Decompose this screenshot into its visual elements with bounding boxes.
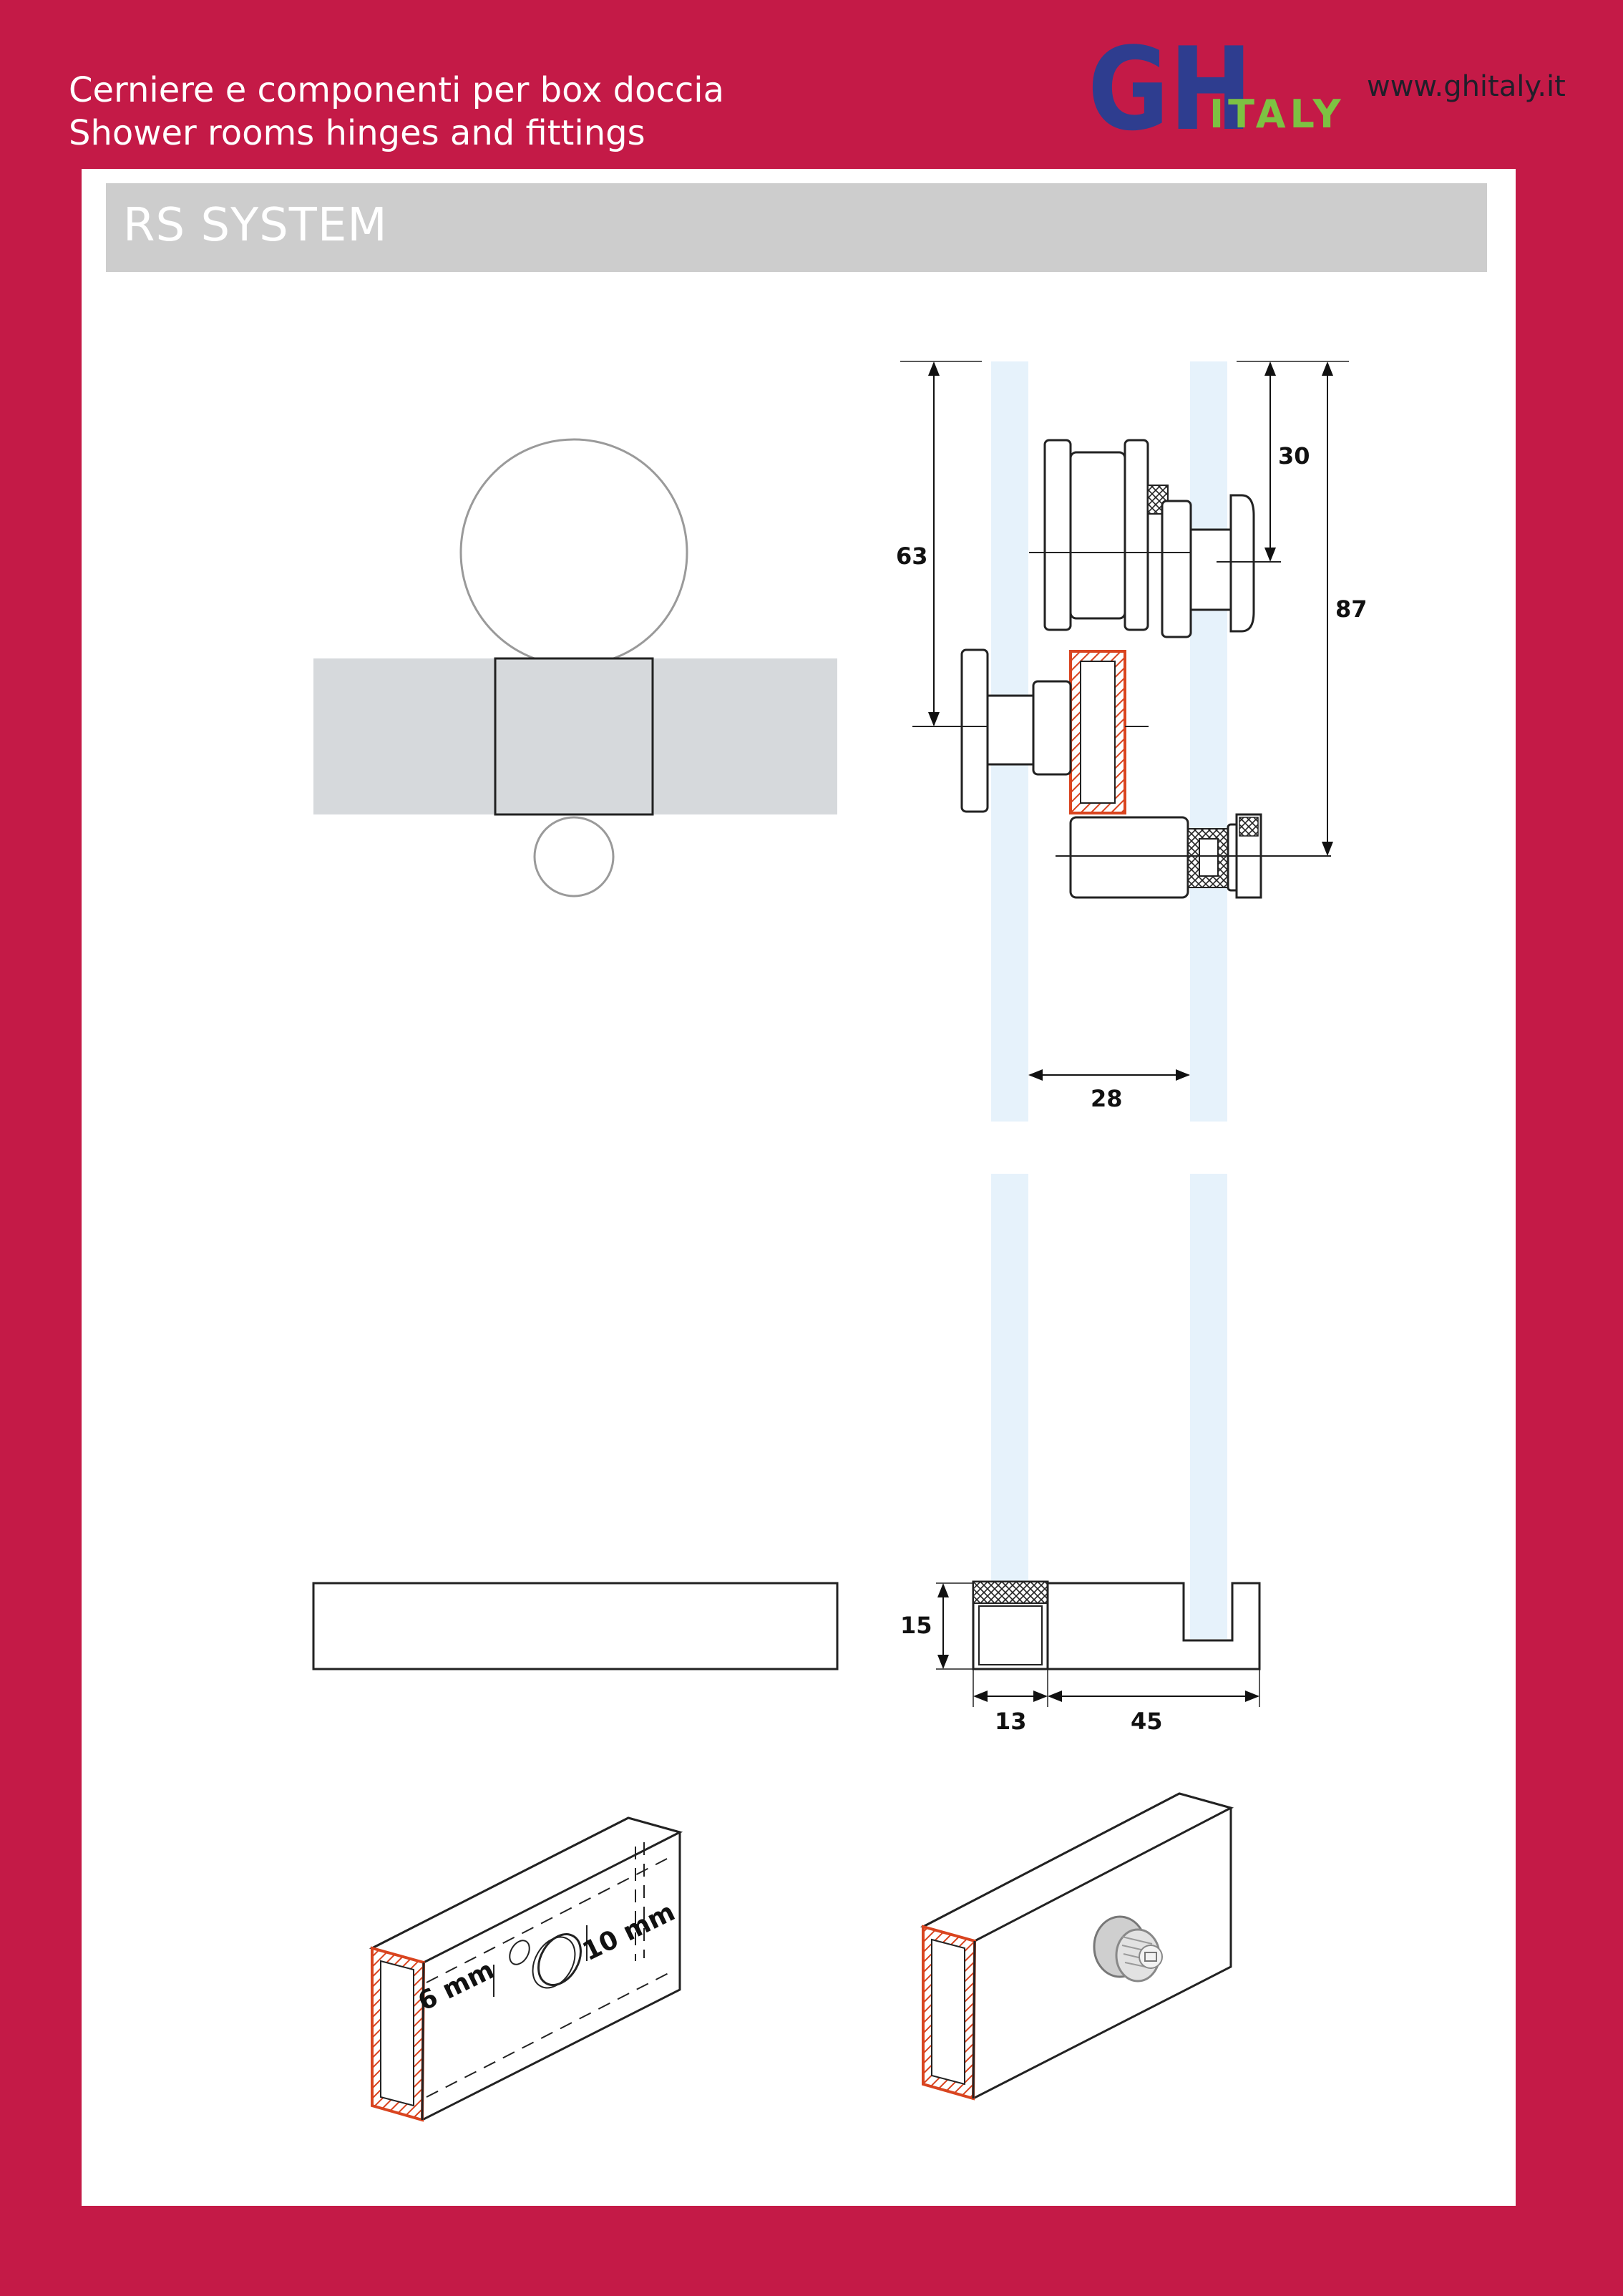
header-line-italian: Cerniere e componenti per box doccia — [69, 70, 725, 110]
banner-title: RS SYSTEM — [123, 199, 388, 252]
dimension-13: 13 — [995, 1708, 1027, 1735]
logo-letters: GH — [1088, 37, 1252, 137]
dimension-28: 28 — [1091, 1085, 1123, 1112]
website-url: www.ghitaly.it — [1367, 70, 1566, 103]
dimension-45: 45 — [1131, 1708, 1163, 1735]
clamp-square — [494, 657, 654, 816]
dimension-63: 63 — [896, 543, 928, 570]
dimension-87: 87 — [1335, 595, 1368, 623]
large-knob-circle — [459, 438, 688, 667]
content-sheet — [82, 169, 1516, 2206]
glass-pane-lower-right — [1190, 1174, 1227, 1639]
iso-view-with-screw — [920, 1792, 1234, 2101]
header-title: Cerniere e componenti per box doccia Sho… — [69, 69, 724, 155]
glass-pane-right — [1190, 361, 1227, 1122]
gh-italy-logo: GH ITALY — [1088, 37, 1345, 137]
dimension-30: 30 — [1278, 442, 1310, 470]
front-view — [313, 438, 837, 898]
iso-view-drilled: 6 mm 10 mm — [369, 1816, 683, 2122]
small-knob-circle — [533, 816, 615, 898]
header-line-english: Shower rooms hinges and fittings — [69, 113, 645, 153]
screw-icon — [1093, 1915, 1163, 1983]
bottom-profile-views: 15 13 45 — [312, 1174, 1261, 1735]
logo-word: ITALY — [1209, 92, 1345, 137]
profile-elevation — [312, 1582, 839, 1670]
dimension-15: 15 — [900, 1612, 932, 1639]
title-banner: RS SYSTEM — [106, 183, 1487, 272]
side-section-view: 63 30 87 28 — [896, 361, 1368, 1122]
